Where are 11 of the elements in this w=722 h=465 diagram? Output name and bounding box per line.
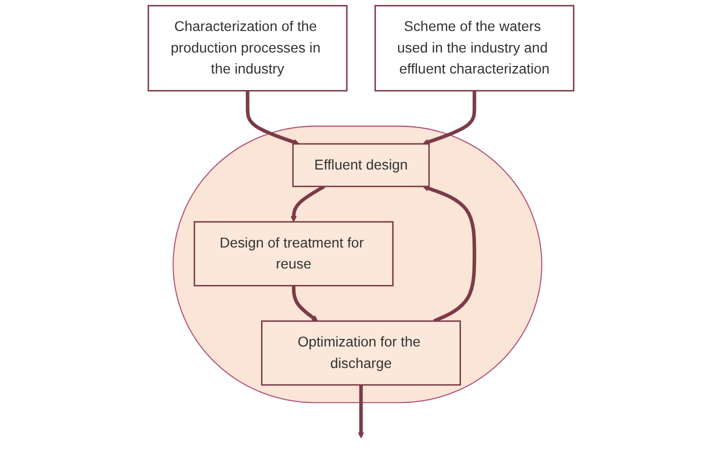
node-box: Characterization of the production processes in the industry — [148, 4, 348, 92]
arrow — [422, 90, 476, 146]
node-box: Optimization for the discharge — [261, 320, 461, 386]
node-box: Scheme of the waters used in the industry and effluent characterization — [374, 4, 574, 92]
arrow — [246, 90, 300, 146]
arrow — [422, 185, 476, 323]
arrow — [358, 384, 364, 438]
arrow — [290, 184, 326, 222]
node-box: Effluent design — [292, 143, 430, 188]
arrow — [292, 286, 318, 322]
node-box: Design of treatment for reuse — [194, 221, 394, 286]
